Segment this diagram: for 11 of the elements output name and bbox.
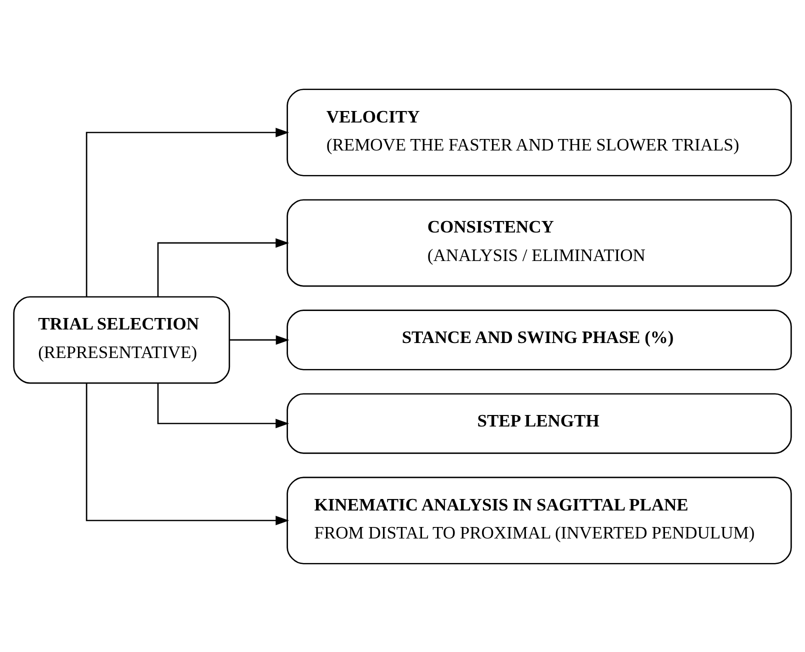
node-box: KINEMATIC ANALYSIS IN SAGITTAL PLANE FROM DISTAL TO PROXIMAL (INVERTED PENDULUM) (286, 476, 792, 564)
node-box: STEP LENGTH (286, 392, 792, 454)
arrow (230, 334, 290, 344)
arrow (86, 382, 290, 525)
arrow (157, 382, 290, 428)
arrow (86, 127, 290, 296)
arrow (157, 238, 290, 296)
node-box: CONSISTENCY (ANALYSIS / ELIMINATION (286, 198, 792, 286)
node-box: STANCE AND SWING PHASE (%) (286, 309, 792, 370)
node-box: VELOCITY (REMOVE THE FASTER AND THE SLOWER TRIALS) (286, 88, 792, 176)
node-box: TRIAL SELECTION (REPRESENTATIVE) (13, 296, 230, 384)
